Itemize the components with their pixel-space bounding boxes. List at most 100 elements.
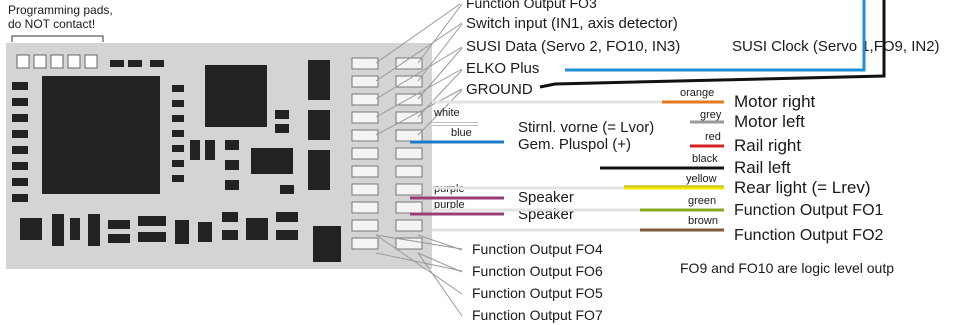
wire-label-yellow: yellow [686,173,717,185]
label-elko-plus: ELKO Plus [466,60,539,77]
label-function-output-fo5: Function Output FO5 [472,285,603,301]
component [108,234,130,243]
component [275,124,289,133]
note-logic-level: FO9 and FO10 are logic level outp [680,260,894,276]
main-chip [42,76,160,194]
label-rail-right: Rail right [734,136,801,155]
ground-wire [539,0,886,89]
component [276,212,298,222]
connector-pad [395,147,423,160]
connector-pad [351,93,379,106]
component [172,100,184,107]
connector-pad [351,201,379,214]
connector-pad [351,129,379,142]
connector-pad [395,183,423,196]
component [128,60,142,67]
connector-pad [351,75,379,88]
component [70,218,80,240]
component [190,140,200,160]
connector-pad [395,75,423,88]
wire-label-black: black [692,153,718,165]
component [308,110,330,140]
label-switch-input: Switch input (IN1, axis detector) [466,15,678,32]
component [12,82,28,90]
top-labels: Function Output FO3 Switch input (IN1, a… [375,0,940,136]
label-function-output-fo3: Function Output FO3 [466,0,597,11]
component [246,218,268,240]
right-wires: orange Motor right grey Motor left red R… [432,87,884,244]
connector-pad [351,147,379,160]
connector-pad [351,111,379,124]
wire-label-purple-2: purple [434,199,465,211]
component [308,60,330,100]
component [175,220,189,244]
decoder-board [6,43,432,269]
component [110,60,124,67]
label-stirnl-vorne: Stirnl. vorne (= Lvor) [518,119,654,136]
programming-pads-bracket [11,35,104,42]
connector-pad [351,165,379,178]
component [12,178,28,186]
label-function-output-fo6: Function Output FO6 [472,263,603,279]
connector-pad [351,57,379,70]
component [138,232,166,242]
component [172,175,184,182]
label-function-output-fo2: Function Output FO2 [734,227,884,244]
connector-pad [351,219,379,232]
component [198,222,212,242]
component [12,146,28,154]
connector-pad [395,129,423,142]
wire-label-blue: blue [451,127,472,139]
wire-label-orange: orange [680,87,714,99]
component [275,110,289,119]
component [225,140,239,150]
component [172,145,184,152]
label-susi-clock: SUSI Clock (Servo 1,FO9, IN2) [732,38,940,55]
component [172,85,184,92]
label-function-output-fo4: Function Output FO4 [472,241,603,257]
connector-pad [395,165,423,178]
component [88,214,100,246]
secondary-chip [205,65,267,127]
wire-label-white: white [433,107,460,119]
component [12,162,28,170]
label-speaker-1: Speaker [518,189,574,206]
programming-pad [33,54,47,69]
component [12,98,28,106]
wire-label-grey: grey [700,109,722,121]
component [12,114,28,122]
component [225,160,239,170]
connector-pad [395,237,423,250]
programming-pad [50,54,64,69]
connector-pad [351,183,379,196]
connector-pad [351,237,379,250]
label-rear-light: Rear light (= Lrev) [734,178,871,197]
label-ground: GROUND [466,81,533,98]
component [108,220,130,229]
component [150,60,164,67]
component [172,115,184,122]
connector-pad [395,201,423,214]
wire-label-red: red [705,131,721,143]
bottom-labels: Function Output FO4 Function Output FO6 … [375,234,603,323]
connector-pad [395,219,423,232]
label-function-output-fo7: Function Output FO7 [472,307,603,323]
component [308,150,330,190]
component [205,140,215,160]
label-gem-pluspol: Gem. Pluspol (+) [518,136,631,153]
programming-pad [84,54,98,69]
component [222,212,238,222]
connector-pads [351,57,423,250]
component [280,185,294,194]
small-chip [251,148,293,174]
programming-pads [16,54,98,69]
component [20,218,42,240]
connector-pad [395,93,423,106]
component [138,216,166,226]
wire-label-brown: brown [688,215,718,227]
component [172,160,184,167]
label-motor-left: Motor left [734,112,805,131]
wire-label-green: green [688,195,716,207]
component [225,180,239,190]
component [222,230,238,240]
